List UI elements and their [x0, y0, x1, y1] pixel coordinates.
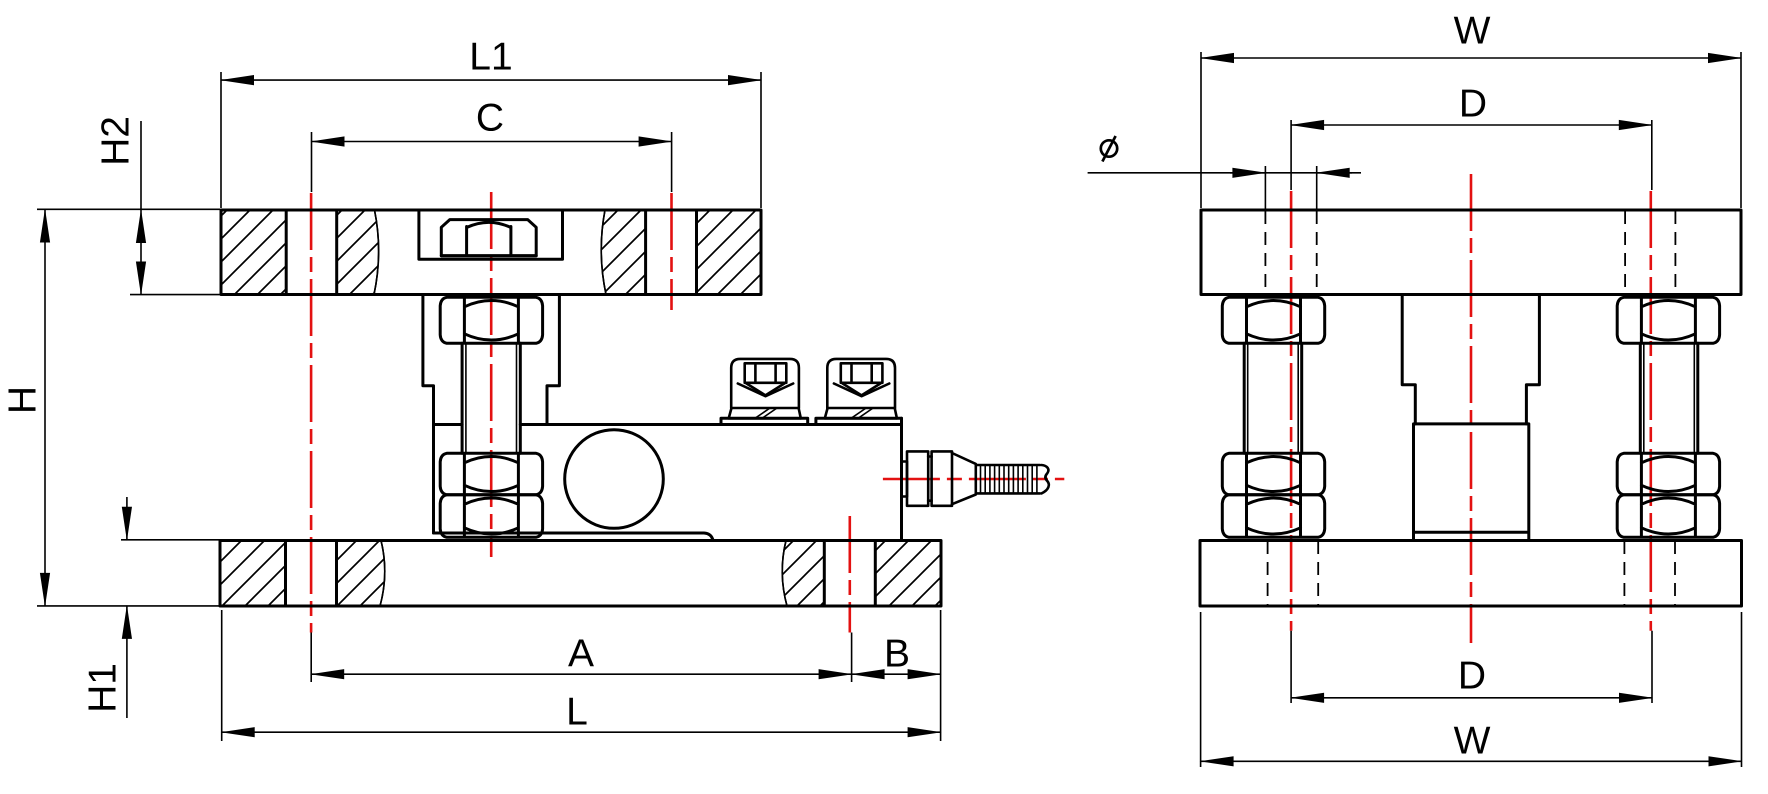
svg-text:L1: L1 — [469, 36, 512, 79]
svg-text:C: C — [476, 97, 504, 140]
svg-text:H1: H1 — [82, 663, 125, 713]
svg-text:D: D — [1458, 655, 1486, 698]
svg-text:A: A — [568, 633, 594, 676]
svg-text:L: L — [566, 691, 588, 734]
svg-text:D: D — [1459, 83, 1487, 126]
svg-text:H: H — [2, 386, 45, 414]
svg-text:B: B — [884, 633, 910, 676]
svg-text:W: W — [1454, 10, 1491, 53]
svg-text:W: W — [1454, 720, 1491, 763]
svg-text:H2: H2 — [95, 116, 138, 166]
